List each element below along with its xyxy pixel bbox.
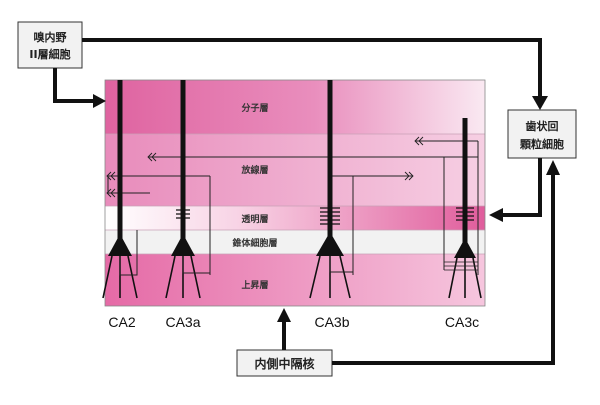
region-label-ca3a: CA3a — [165, 314, 200, 330]
septum-box: 内側中隔核 — [236, 349, 333, 377]
arrow-head-to-dentate — [532, 96, 548, 110]
neuron-ca3b — [309, 80, 353, 299]
entorhinal-box: 嗅内野 II層細胞 — [17, 21, 83, 69]
arrow-head-to-oriens — [277, 308, 291, 322]
entorhinal-label-line2: II層細胞 — [29, 47, 70, 61]
layer-label-lucidum: 透明層 — [241, 213, 268, 225]
layer-bands — [104, 79, 486, 307]
septum-label: 内側中隔核 — [254, 356, 314, 371]
dentate-label-line1: 歯状回 — [526, 119, 559, 133]
pyramidal-layer — [105, 230, 485, 254]
layer-label-radiatum: 放線層 — [240, 164, 268, 176]
perforant-path-arrows — [53, 38, 542, 103]
dentate-label-line2: 顆粒細胞 — [520, 137, 564, 151]
entorhinal-label-line1: 嗅内野 — [34, 30, 67, 44]
region-label-ca2: CA2 — [108, 314, 135, 330]
arrow-ticks — [106, 136, 424, 198]
layer-label-oriens: 上昇層 — [241, 279, 268, 291]
septum-to-dentate-line — [332, 174, 555, 365]
region-label-ca3b: CA3b — [314, 314, 349, 330]
neuron-ca2 — [102, 80, 138, 299]
oriens-layer — [105, 254, 485, 306]
arrow-head-to-lucidum — [489, 208, 503, 222]
mossy-fiber-arrow — [500, 158, 542, 217]
dentate-box: 歯状回 顆粒細胞 — [507, 109, 577, 159]
arrow-head-to-dentate-from-septum — [546, 160, 560, 175]
region-label-ca3c: CA3c — [445, 314, 479, 330]
neuron-ca3c — [443, 118, 482, 299]
molecular-layer — [105, 80, 485, 134]
radiatum-layer — [105, 134, 485, 206]
lucidum-layer — [105, 206, 485, 230]
arrow-head-to-molecular — [93, 94, 106, 108]
neuron-ca3a — [165, 80, 210, 299]
layer-label-molecular: 分子層 — [241, 102, 268, 114]
layer-label-pyramidal: 錐体細胞層 — [232, 237, 277, 249]
